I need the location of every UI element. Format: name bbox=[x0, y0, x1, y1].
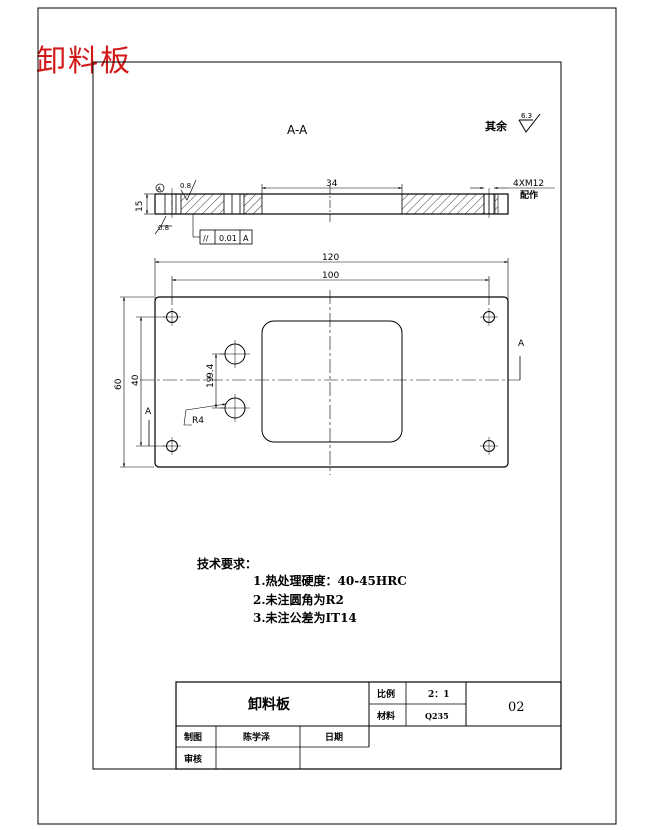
roughness-value: 6.3 bbox=[521, 112, 532, 120]
dim-small-holes-a: 19 bbox=[206, 376, 216, 388]
outer-frame bbox=[37, 7, 617, 825]
drawn-label: 制图 bbox=[184, 731, 202, 743]
material-value: Q235 bbox=[425, 711, 449, 721]
requirement-item: 1.热处理硬度：40-45HRC bbox=[253, 573, 407, 588]
parallelism-icon: // bbox=[203, 234, 209, 243]
roughness-symbol-icon bbox=[518, 113, 541, 133]
corner-hole-icon bbox=[163, 437, 181, 455]
corner-hole-icon bbox=[163, 308, 181, 326]
inner-border bbox=[92, 61, 562, 770]
technical-requirements: 技术要求： 1.热处理硬度：40-45HRC 2.未注圆角为R2 3.未注公差为… bbox=[197, 556, 407, 625]
section-plate-outline bbox=[154, 193, 509, 215]
svg-text:A: A bbox=[157, 186, 162, 193]
dim-hole-spacing-x: 100 bbox=[322, 271, 339, 281]
checked-label: 审核 bbox=[184, 753, 202, 765]
section-label: A-A bbox=[287, 123, 308, 137]
dim-overall-length: 120 bbox=[322, 253, 339, 263]
corner-hole-icon bbox=[480, 308, 498, 326]
part-name: 卸料板 bbox=[248, 696, 291, 713]
roughness-surface-2: 0.8 bbox=[158, 224, 169, 232]
parallelism-datum: A bbox=[243, 234, 249, 243]
parallelism-tolerance: 0.01 bbox=[219, 234, 237, 243]
datum-circle-icon bbox=[155, 183, 165, 193]
material-label: 材料 bbox=[376, 710, 395, 722]
section-view: A-A 其余 6.3 15 A bbox=[135, 112, 555, 245]
dim-small-holes-b: 9.4 bbox=[206, 363, 216, 378]
section-marker-right: A bbox=[518, 339, 525, 349]
plate-outline bbox=[154, 296, 509, 468]
roughness-note: 其余 bbox=[485, 119, 508, 133]
scale-value: 2：1 bbox=[428, 690, 450, 700]
requirement-item: 2.未注圆角为R2 bbox=[253, 592, 344, 607]
parallelism-frame bbox=[199, 229, 253, 245]
drawing-number: 02 bbox=[508, 700, 525, 715]
drawn-name: 陈学泽 bbox=[243, 731, 270, 743]
title-block-text: 卸料板 比例 2：1 材料 Q235 02 制图 陈学泽 日期 审核 bbox=[184, 688, 525, 765]
scale-label: 比例 bbox=[377, 688, 395, 700]
dim-radius: R4 bbox=[192, 416, 204, 426]
roughness-symbol-icon bbox=[180, 179, 197, 201]
thread-note-line1: 4XM12 bbox=[513, 179, 544, 189]
date-label: 日期 bbox=[325, 731, 343, 743]
center-window bbox=[261, 320, 403, 443]
dim-overall-width: 60 bbox=[114, 378, 124, 390]
thread-note-line2: 配作 bbox=[520, 189, 538, 201]
dim-thickness: 15 bbox=[135, 201, 145, 212]
dim-slot-width: 34 bbox=[326, 179, 338, 189]
title-block bbox=[175, 681, 562, 770]
requirement-item: 3.未注公差为IT14 bbox=[253, 610, 357, 625]
plan-view: 120 100 bbox=[114, 253, 525, 475]
roughness-surface-1: 0.8 bbox=[180, 182, 191, 190]
requirements-heading: 技术要求： bbox=[197, 556, 257, 571]
section-marker-left: A bbox=[145, 407, 152, 417]
dim-hole-spacing-y: 40 bbox=[131, 374, 141, 386]
corner-hole-icon bbox=[480, 437, 498, 455]
